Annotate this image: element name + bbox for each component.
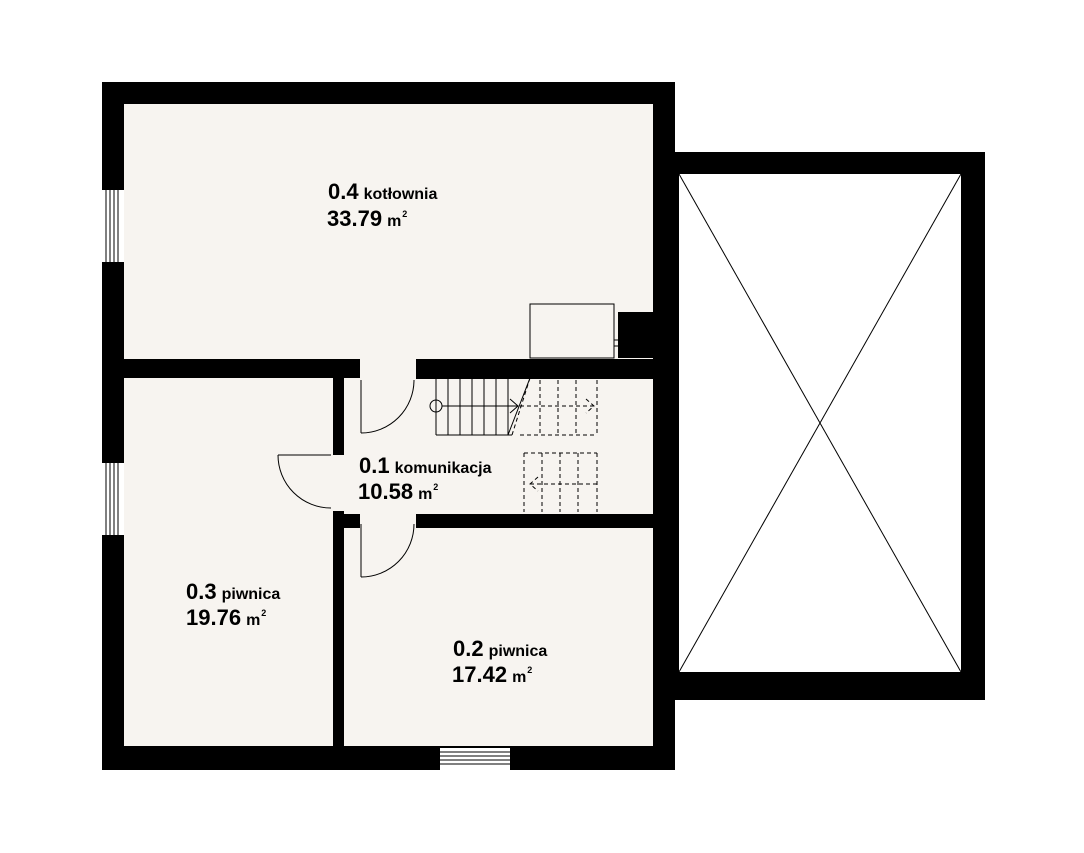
room-area: 19.76 bbox=[186, 605, 241, 630]
door-top-icon bbox=[360, 379, 415, 434]
stairs-icon bbox=[429, 377, 653, 512]
room-number: 0.4 bbox=[328, 179, 359, 204]
area-unit-sup: 2 bbox=[402, 209, 407, 219]
room-number: 0.3 bbox=[186, 579, 217, 604]
door-gap-bottom bbox=[360, 512, 416, 530]
room-label-komunikacja: 0.1 komunikacja 10.58 m2 bbox=[358, 453, 492, 504]
room-area: 33.79 bbox=[327, 206, 382, 231]
garage-block bbox=[675, 152, 985, 700]
area-unit: m bbox=[246, 612, 260, 629]
window-west-top bbox=[102, 190, 124, 262]
door-bottom-icon bbox=[360, 523, 415, 578]
room-name: komunikacja bbox=[395, 460, 492, 477]
door-gap-left bbox=[332, 455, 346, 511]
room-number: 0.1 bbox=[359, 453, 390, 478]
wall-step-fill bbox=[416, 514, 489, 520]
floor-piwnica-3 bbox=[124, 378, 333, 746]
area-unit: m bbox=[387, 213, 401, 230]
door-left-icon bbox=[277, 454, 332, 509]
window-west-bottom bbox=[102, 463, 124, 535]
room-label-kotlownia: 0.4 kotłownia 33.79 m2 bbox=[327, 179, 437, 231]
area-unit-sup: 2 bbox=[527, 665, 532, 675]
room-label-piwnica-3: 0.3 piwnica 19.76 m2 bbox=[186, 579, 280, 630]
stair-opening-fill bbox=[416, 375, 653, 379]
room-area: 17.42 bbox=[452, 662, 507, 687]
area-unit-sup: 2 bbox=[261, 608, 266, 618]
room-name: piwnica bbox=[489, 643, 548, 660]
room-number: 0.2 bbox=[453, 636, 484, 661]
room-name: piwnica bbox=[222, 586, 281, 603]
room-area: 10.58 bbox=[358, 479, 413, 504]
door-gap-top bbox=[360, 357, 416, 380]
area-unit-sup: 2 bbox=[433, 482, 438, 492]
boiler-icon bbox=[529, 303, 654, 359]
room-name: kotłownia bbox=[364, 186, 438, 203]
room-label-piwnica-2: 0.2 piwnica 17.42 m2 bbox=[452, 636, 547, 687]
window-south bbox=[440, 748, 510, 770]
area-unit: m bbox=[418, 486, 432, 503]
wall-step bbox=[489, 514, 653, 528]
floor-piwnica-2 bbox=[344, 528, 653, 746]
area-unit: m bbox=[512, 669, 526, 686]
floor-komunikacja bbox=[344, 378, 653, 514]
